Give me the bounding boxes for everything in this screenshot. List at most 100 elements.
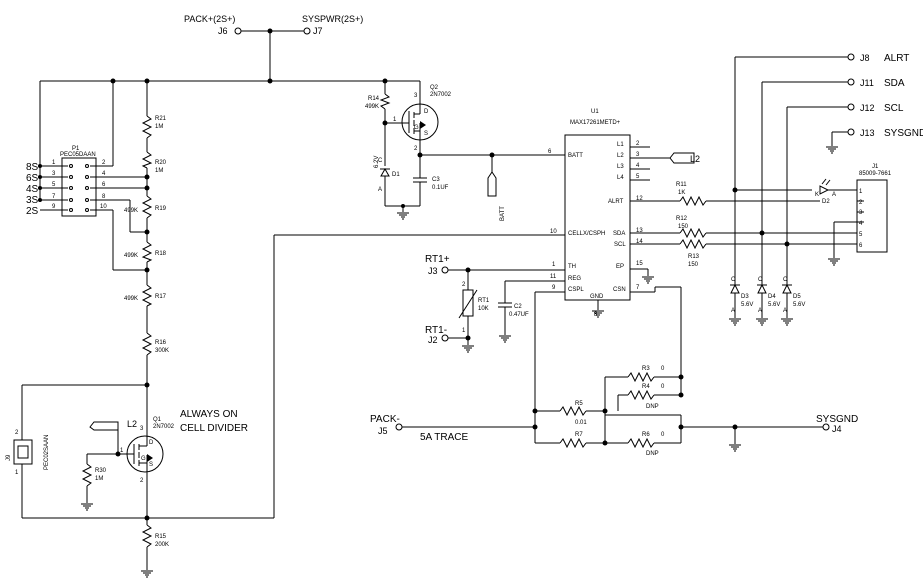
j9-pin-2: 2 xyxy=(15,430,19,436)
j9-connector xyxy=(13,439,33,465)
u1-pin-ep: EP xyxy=(616,264,624,270)
p1-pin-9: 9 xyxy=(52,204,56,210)
r6-value: 0 xyxy=(661,432,665,438)
j4-port[interactable] xyxy=(822,423,830,431)
comms-block: R11 1K R12 150 R13 150 J8 ALRT J11 SDA J… xyxy=(630,53,923,326)
u1-pin-alrt: ALRT xyxy=(608,199,624,205)
d1-c-label: C xyxy=(378,158,383,164)
u1-pinnum-ep: 15 xyxy=(636,261,643,267)
scl-label: SCL xyxy=(884,103,904,114)
q2-s-label: S xyxy=(424,131,428,137)
rt1-minus-label: RT1- xyxy=(425,325,447,336)
r20-ref: R20 xyxy=(155,160,167,166)
tvs-d4: C A D4 5.6V xyxy=(755,277,780,326)
c2-ref: C2 xyxy=(514,304,522,310)
q2-d-label: D xyxy=(424,109,429,115)
d3-a-label: A xyxy=(731,308,735,314)
j1-pin-1: 1 xyxy=(859,189,863,195)
r17-value: 499K xyxy=(124,296,138,302)
j13-port[interactable] xyxy=(847,128,855,136)
r3-value: 0 xyxy=(661,366,665,372)
u1-pinnum-batt: 6 xyxy=(548,149,552,155)
c3-value: 0.1UF xyxy=(432,185,449,191)
j6-label: J6 xyxy=(218,26,228,36)
u1-pin-l4: L4 xyxy=(617,175,624,181)
u1-pinnum-cspl: 9 xyxy=(552,285,556,291)
u1-pinnum-l4: 5 xyxy=(636,174,640,180)
j12-port[interactable] xyxy=(847,103,855,111)
r3-ref: R3 xyxy=(642,366,650,372)
q2-g-label: G xyxy=(414,125,419,131)
l2-netlabel-q1 xyxy=(89,421,119,431)
d4-ref: D4 xyxy=(768,294,776,300)
r30-ref: R30 xyxy=(95,468,107,474)
u1-pinnum-l2: 3 xyxy=(636,152,640,158)
d4-value: 5.6V xyxy=(768,302,780,308)
j1-connector xyxy=(856,179,888,253)
r21-value: 1M xyxy=(155,124,163,130)
rt1-ref: RT1 xyxy=(478,298,490,304)
thermistor-block: RT1+ J3 2 1 RT1 10K RT1- J2 C2 0.47UF xyxy=(425,254,565,443)
r17-ref: R17 xyxy=(155,294,167,300)
q2-pin-2: 2 xyxy=(414,146,418,152)
sense-block: PACK- J5 5A TRACE R5 0.01 R7 R3 0 R4 0 D… xyxy=(370,286,858,457)
u1-ic: U1 MAX17261METD+ BATT 6 CELLX/CSPH 10 TH… xyxy=(548,109,700,318)
u1-pin-l1: L1 xyxy=(617,142,624,148)
q1-pin-3: 3 xyxy=(140,426,144,432)
r6-ref: R6 xyxy=(642,432,650,438)
alrt-label: ALRT xyxy=(884,53,909,64)
sysgnd-label: SYSGND xyxy=(816,414,858,425)
j7-label: J7 xyxy=(313,26,323,36)
j8-label: J8 xyxy=(860,53,870,63)
r30-value: 1M xyxy=(95,476,103,482)
r13-ref: R13 xyxy=(688,254,700,260)
u1-pin-l3: L3 xyxy=(617,164,624,170)
p1-pin-10: 10 xyxy=(100,204,107,210)
p1-header: P1 PEC05DAAN 1 2 3 4 xyxy=(26,146,147,271)
rt1-pin-1: 1 xyxy=(462,328,466,334)
u1-pinnum-alrt: 12 xyxy=(636,196,643,202)
j6-port[interactable] xyxy=(234,27,242,35)
j1-pin-3: 3 xyxy=(859,210,863,216)
q2-ref: Q2 xyxy=(430,85,439,91)
rt1-value: 10K xyxy=(478,306,489,312)
l2-label-q1: L2 xyxy=(127,419,137,429)
j1-pin-6: 6 xyxy=(859,243,863,249)
d5-c-label: C xyxy=(783,277,788,283)
d4-a-label: A xyxy=(758,308,762,314)
r15-value: 200K xyxy=(155,542,169,548)
top-rail: PACK+(2S+) J6 SYSPWR(2S+) J7 xyxy=(39,14,385,202)
q1-part: 2N7002 xyxy=(153,424,175,430)
p1-pin-3: 3 xyxy=(52,171,56,177)
u1-pinnum-cellx: 10 xyxy=(550,229,557,235)
j4-label: J4 xyxy=(832,424,842,434)
j1-part: 85009-7661 xyxy=(859,171,892,177)
j1-ref: J1 xyxy=(872,164,879,170)
p1-pin-6: 6 xyxy=(102,182,106,188)
r21-ref: R21 xyxy=(155,116,167,122)
u1-pin-cspl: CSPL xyxy=(568,287,584,293)
j8-port[interactable] xyxy=(847,53,855,61)
j11-port[interactable] xyxy=(847,78,855,86)
cell-2s: 2S xyxy=(26,206,39,217)
r19-value: 499K xyxy=(124,208,138,214)
p1-ref: P1 xyxy=(72,146,80,152)
r5-value: 0.01 xyxy=(575,420,587,426)
u1-pinnum-scl: 14 xyxy=(636,239,643,245)
j7-port[interactable] xyxy=(303,27,311,35)
j3-label: J3 xyxy=(428,266,438,276)
u1-pinnum-csn: 7 xyxy=(636,285,640,291)
j11-label: J11 xyxy=(860,78,874,88)
d5-a-label: A xyxy=(783,308,787,314)
j3-port[interactable] xyxy=(441,266,449,274)
p1-pin-4: 4 xyxy=(102,171,106,177)
j9-part: PEC02SAAN xyxy=(44,435,50,470)
q2-block: G D S 1 3 2 Q2 2N7002 R14 499K C A 6.2V … xyxy=(365,78,565,221)
q1-pin-1: 1 xyxy=(120,448,124,454)
u1-pinnum-sda: 13 xyxy=(636,228,643,234)
j1-pin-2: 2 xyxy=(859,200,863,206)
cell-3s: 3S xyxy=(26,195,39,206)
q2-part: 2N7002 xyxy=(430,92,452,98)
u1-pin-scl: SCL xyxy=(614,242,626,248)
